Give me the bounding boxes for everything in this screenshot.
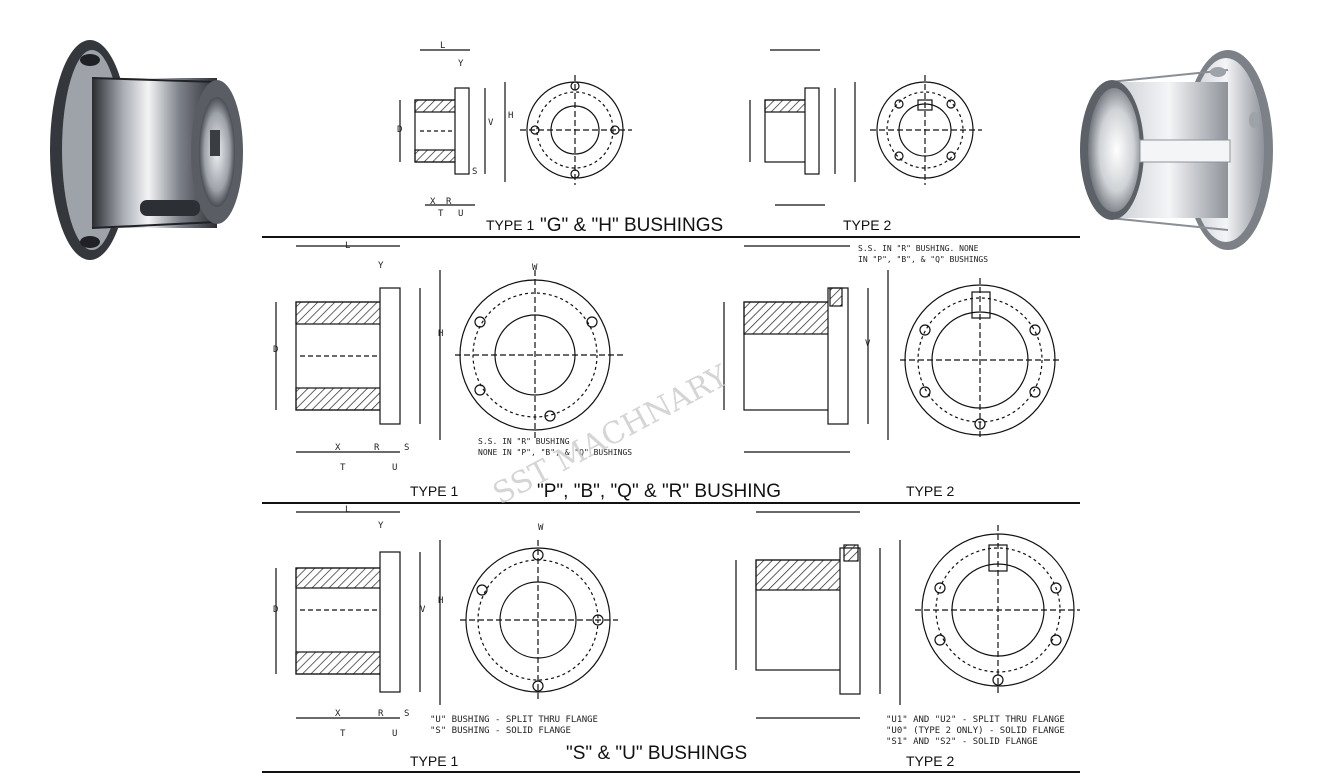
dim-letter-r: R [446,197,452,207]
dim-letter-x: X [430,197,436,207]
dim-letter-t: T [438,209,444,219]
g-h-type1-label: TYPE 1 [486,217,534,233]
su-type2-front-view [915,525,1080,695]
dim-letter-h: H [438,596,443,606]
pbqr-type1-note-line2: NONE IN "P", "B", & "Q" BUSHINGS [478,448,632,457]
g-h-type2-side-view [749,49,856,206]
su-type1-note-line2: "S" BUSHING - SOLID FLANGE [430,726,571,736]
pbqr-type1-front-view [455,270,625,440]
su-section-title: "S" & "U" BUSHINGS [566,743,747,764]
dim-letter-d: D [273,605,278,615]
su-type1-note-line1: "U" BUSHING - SPLIT THRU FLANGE [430,715,598,725]
dim-letter-v: V [488,118,494,128]
g-h-type1-front-view [520,75,632,185]
dim-letter-u: U [392,463,397,473]
su-type2-note-line2: "U0" (TYPE 2 ONLY) - SOLID FLANGE [886,726,1065,736]
dim-letter-h: H [438,329,443,339]
dim-letter-u: U [458,209,463,219]
dim-letter-s: S [404,709,409,719]
dim-letter-t: T [340,463,346,473]
su-type1-front-view [460,540,618,700]
su-type1-label: TYPE 1 [410,753,458,769]
pbqr-type1-label: TYPE 1 [410,483,458,499]
dim-letter-d: D [273,345,278,355]
pbqr-type2-note-line2: IN "P", "B", & "Q" BUSHINGS [858,255,988,264]
su-type2-side-view [735,511,901,719]
g-h-type1-side-view [399,49,506,206]
su-type2-label: TYPE 2 [906,753,954,769]
dim-letter-u: U [392,729,397,739]
su-type2-note-line3: "S1" AND "S2" - SOLID FLANGE [886,737,1038,747]
dim-letter-r: R [378,709,384,719]
pbqr-type2-note-line1: S.S. IN "R" BUSHING. NONE [858,244,979,253]
dim-letter-l: L [345,241,350,251]
section-p-b-q-r: S.S. IN "R" BUSHING NONE IN "P", "B", & … [262,244,1080,504]
pbqr-type2-front-view [900,278,1060,440]
dim-letter-x: X [335,443,341,453]
dim-letter-s: S [472,167,477,177]
pbqr-type2-label: TYPE 2 [906,483,954,499]
pbqr-type2-side-view [723,245,889,453]
dim-letter-r: R [374,443,380,453]
dim-letter-d: D [397,125,402,135]
dim-letter-l: L [440,41,445,51]
dim-letter-y: Y [458,59,464,69]
dim-letter-h: H [508,111,513,121]
dim-letter-y: Y [378,261,384,271]
bushing-photo-left [50,40,243,260]
dim-letter-x: X [335,709,341,719]
g-h-section-title: "G" & "H" BUSHINGS [540,215,723,236]
dim-letter-t: T [340,729,346,739]
g-h-type2-label: TYPE 2 [843,217,891,233]
dim-letter-w: W [532,263,538,273]
dim-letter-v: V [420,605,426,615]
pbqr-type1-side-view [275,245,441,453]
section-s-u: "U" BUSHING - SPLIT THRU FLANGE "S" BUSH… [262,511,1080,773]
pbqr-type1-note-line1: S.S. IN "R" BUSHING [478,437,570,446]
bushing-photo-right [1080,50,1273,250]
dim-letter-v: V [865,339,871,349]
dim-letter-s: S [404,443,409,453]
dim-letter-l: L [345,505,350,515]
section-g-h: TYPE 1 "G" & "H" BUSHINGS TYPE 2 [262,49,1080,238]
g-h-type2-front-view [870,75,982,185]
dim-letter-y: Y [378,521,384,531]
su-type1-side-view [275,511,441,719]
su-type2-note-line1: "U1" AND "U2" - SPLIT THRU FLANGE [886,715,1065,725]
dim-letter-w: W [538,523,544,533]
pbqr-section-title: "P", "B", "Q" & "R" BUSHING [537,481,781,502]
